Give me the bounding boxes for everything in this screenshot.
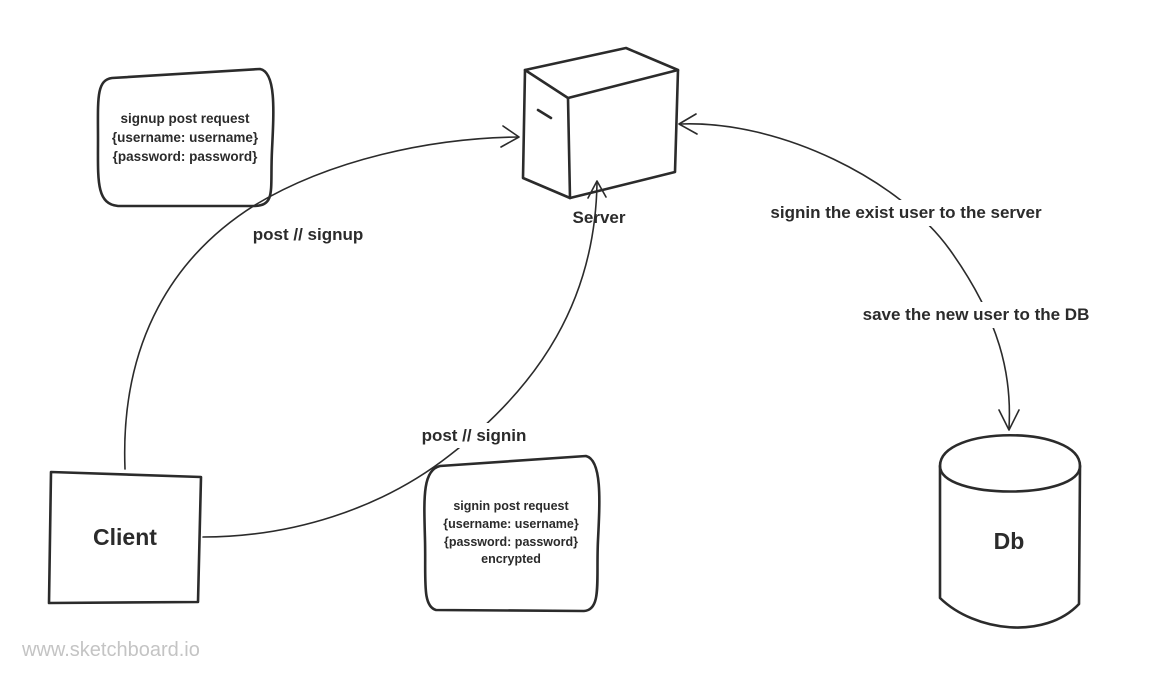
client-node[interactable] <box>47 470 203 605</box>
signup-note <box>96 67 275 208</box>
edge-exist-user-label: signin the exist user to the server <box>770 203 1042 222</box>
edge-save-user-label: save the new user to the DB <box>863 305 1090 324</box>
signin-note <box>423 454 601 613</box>
edge-save-user-label-bg <box>846 302 1106 328</box>
edge-server-arrowhead <box>678 113 698 135</box>
signup-note-line-3: {password: password} <box>113 149 259 164</box>
db-node[interactable] <box>938 434 1082 629</box>
edge-db-arrowhead <box>998 409 1020 431</box>
signin-note-line-4: encrypted <box>481 552 541 566</box>
edge-exist-user-label-bg <box>752 200 1062 226</box>
client-label: Client <box>93 524 157 550</box>
watermark: www.sketchboard.io <box>22 639 200 661</box>
edge-signin-label: post // signin <box>422 426 527 445</box>
edge-signup <box>123 125 520 470</box>
edge-signup-arrowhead <box>500 125 520 148</box>
signin-note-line-2: {username: username} <box>443 517 579 531</box>
signup-note-line-1: signup post request <box>120 111 250 126</box>
edge-signin-arrowhead <box>587 180 607 199</box>
edge-signin <box>202 180 607 538</box>
edge-server-db <box>678 113 1020 431</box>
signup-note-line-2: {username: username} <box>112 130 259 145</box>
signin-note-line-1: signin post request <box>453 499 569 513</box>
server-node[interactable] <box>521 46 680 200</box>
edge-signup-label: post // signup <box>253 225 364 244</box>
signin-note-line-3: {password: password} <box>444 535 578 549</box>
db-label: Db <box>994 528 1025 554</box>
server-slot-mark <box>536 108 553 120</box>
edge-signin-label-bg <box>410 423 538 448</box>
edge-signup-label-bg <box>243 221 373 246</box>
server-label: Server <box>573 208 626 227</box>
